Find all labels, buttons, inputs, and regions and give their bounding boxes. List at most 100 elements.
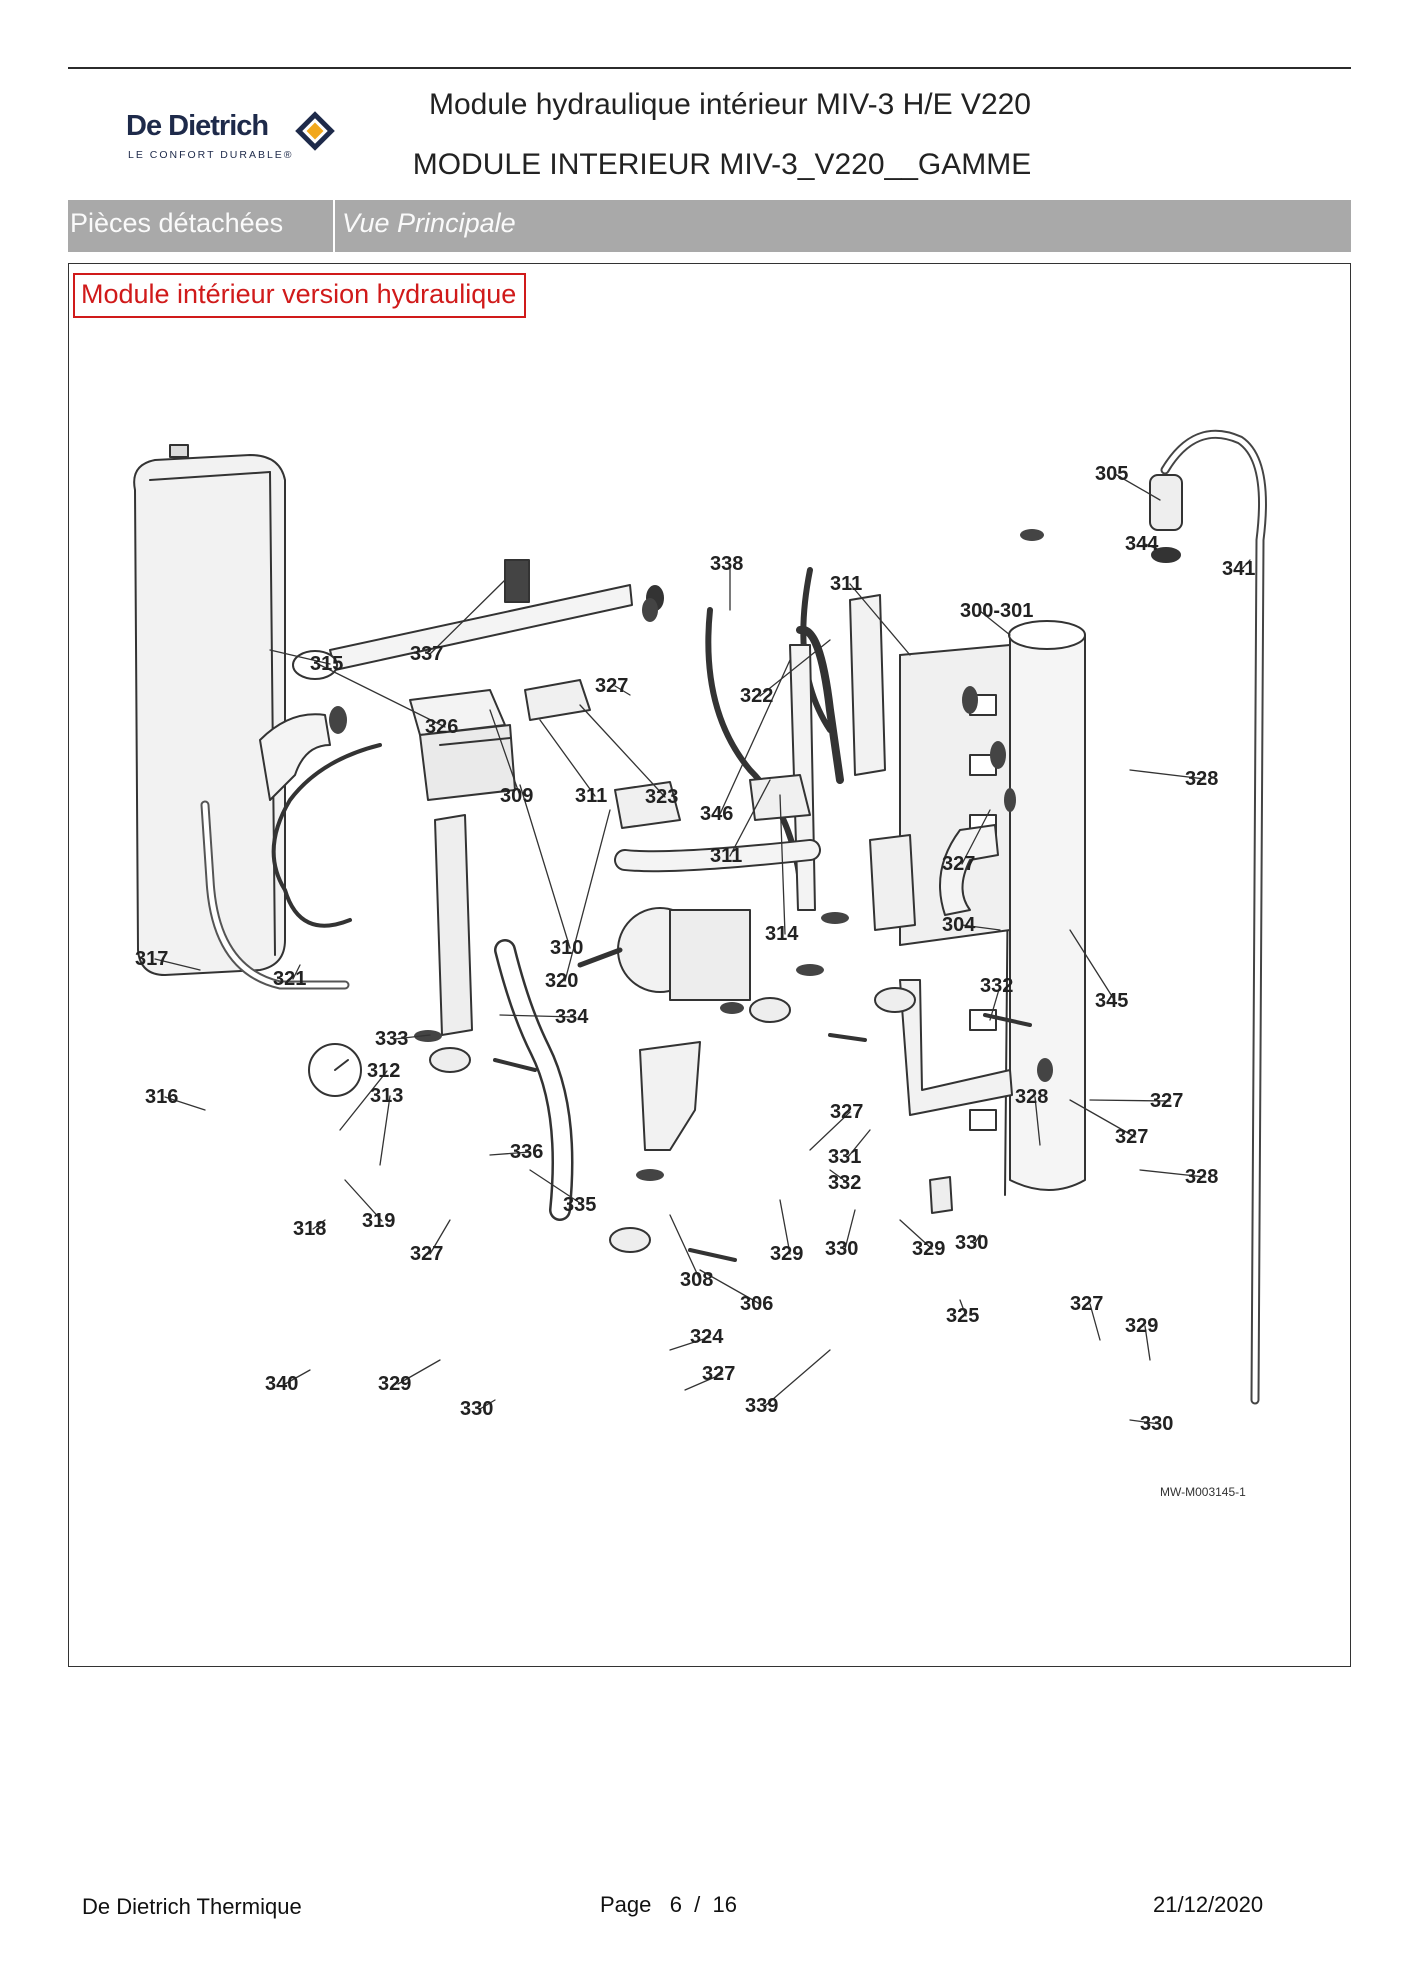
leader-line (269, 649, 331, 665)
leader-line (429, 579, 506, 655)
footer-company: De Dietrich Thermique (82, 1894, 302, 1919)
leader-line (379, 1095, 391, 1166)
leader-line (529, 1169, 584, 1206)
diagram-caption: Module intérieur version hydraulique (73, 273, 527, 318)
part-callout-309: 309 (500, 785, 533, 807)
leader-line (1129, 1419, 1161, 1425)
part-callout-327: 327 (702, 1363, 735, 1385)
part-callout-339: 339 (745, 1395, 778, 1417)
clip-330-shape (493, 1013, 1032, 1262)
part-callout-321: 321 (273, 968, 306, 990)
part-callout-311: 311 (830, 573, 862, 595)
part-callout-326: 326 (425, 716, 458, 738)
fitting-320-shape (614, 781, 681, 829)
part-callout-311: 311 (710, 845, 742, 867)
leader-line (429, 1219, 451, 1255)
part-callout-324: 324 (690, 1326, 724, 1348)
leader-line (489, 1151, 531, 1156)
part-callout-327: 327 (1150, 1090, 1183, 1112)
brand-wordmark: De Dietrich (126, 110, 269, 142)
leader-line (614, 685, 631, 696)
brand-tagline: LE CONFORT DURABLE® (128, 149, 294, 161)
collector-assembly-shape (899, 620, 1086, 1196)
leader-line (899, 1219, 933, 1250)
section-view-name: Vue Principale (342, 208, 516, 238)
part-callout-334: 334 (555, 1006, 589, 1028)
part-callout-338: 338 (710, 553, 743, 575)
sensor-337-shape (504, 559, 530, 603)
leader-line (519, 784, 571, 949)
part-callout-341: 341 (1222, 558, 1255, 580)
leader-line (564, 809, 611, 982)
document-title: Module hydraulique intérieur MIV-3 H/E V… (429, 88, 1031, 121)
part-callout-308: 308 (680, 1269, 713, 1291)
leader-line (1034, 1096, 1041, 1146)
part-callout-327: 327 (595, 675, 628, 697)
leader-line (759, 639, 831, 697)
leader-lines (154, 473, 1251, 1425)
filter-323-shape (524, 679, 591, 721)
union-nut-329-shape (429, 987, 916, 1253)
part-callout-318: 318 (293, 1218, 326, 1240)
cable-312-shape (271, 743, 382, 928)
part-callout-322: 322 (740, 685, 773, 707)
leader-line (1114, 473, 1161, 501)
part-callout-310: 310 (550, 937, 583, 959)
leader-line (961, 924, 1001, 931)
leader-line (284, 1369, 311, 1385)
leader-line (397, 1359, 441, 1385)
footer-page-number: Page 6 / 16 (600, 1892, 737, 1917)
part-callout-327: 327 (830, 1101, 863, 1123)
leader-line (479, 1399, 496, 1410)
leader-line (779, 1199, 791, 1255)
leader-line (1069, 929, 1116, 1002)
leader-line (719, 659, 791, 815)
part-callout-328: 328 (1015, 1086, 1048, 1108)
leader-line (164, 1096, 206, 1111)
part-callout-306: 306 (740, 1293, 773, 1315)
leader-line (319, 664, 446, 728)
three-way-valve-shape (409, 689, 516, 801)
part-callout-304: 304 (942, 914, 976, 936)
leader-line (847, 1129, 871, 1158)
part-callout-311: 311 (575, 785, 607, 807)
footer-date: 21/12/2020 (1153, 1892, 1264, 1917)
leader-line (669, 1214, 701, 1281)
tee-324-shape (639, 1041, 701, 1151)
leader-line (1144, 543, 1161, 551)
part-callout-329: 329 (1125, 1315, 1158, 1337)
leader-line (959, 1299, 967, 1317)
part-callout-327: 327 (1070, 1293, 1103, 1315)
leader-line (394, 1034, 431, 1040)
part-callout-317: 317 (135, 948, 168, 970)
leader-line (989, 985, 1001, 1021)
elbow-345-shape (939, 824, 999, 916)
part-callout-329: 329 (770, 1243, 803, 1265)
circulating-pump-shape (577, 907, 751, 1001)
part-callout-315: 315 (310, 653, 343, 675)
part-callout-300-301: 300-301 (960, 600, 1033, 622)
part-callout-314: 314 (765, 923, 799, 945)
drawing-reference: MW-M003145-1 (1160, 1485, 1246, 1499)
part-callout-329: 329 (912, 1238, 945, 1260)
pipe-322-shape (849, 594, 886, 776)
leader-line (974, 1234, 981, 1244)
part-callout-340: 340 (265, 1373, 298, 1395)
leader-line (669, 1336, 711, 1351)
air-vent-and-hose-shape (1149, 429, 1267, 1405)
leader-line (154, 958, 201, 971)
leader-line (979, 610, 1011, 636)
leader-line (1089, 1303, 1101, 1341)
part-callout-332: 332 (828, 1172, 861, 1194)
drain-339-shape (929, 1176, 953, 1214)
leader-line (339, 1070, 388, 1131)
section-divider (333, 200, 335, 252)
diagram-frame (68, 263, 1351, 1667)
washers-and-nuts-shape (329, 529, 1053, 1181)
part-callout-337: 337 (410, 643, 443, 665)
leader-line (699, 1269, 761, 1305)
part-callout-330: 330 (825, 1238, 858, 1260)
leader-line (809, 1111, 851, 1151)
